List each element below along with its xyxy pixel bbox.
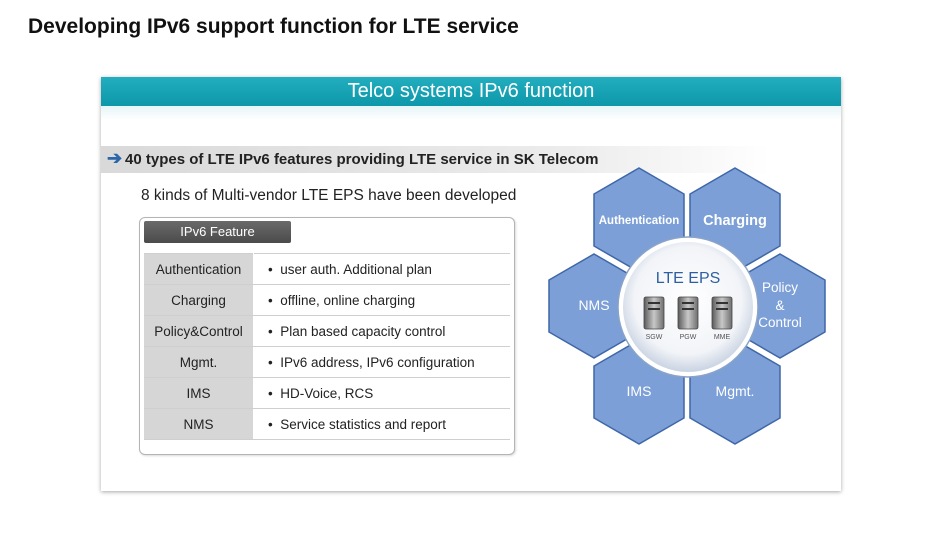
lte-eps-center: LTE EPS SGW PGW MME xyxy=(617,236,759,378)
hex-label-charging: Charging xyxy=(703,213,767,229)
headline-text: 40 types of LTE IPv6 features providing … xyxy=(125,151,599,168)
hex-label-policy: Policy xyxy=(762,280,798,295)
table-row: Policy&Control • Plan based capacity con… xyxy=(144,315,510,347)
table-row: Charging • offline, online charging xyxy=(144,284,510,316)
feature-name: Mgmt. xyxy=(144,346,254,378)
hex-label-mgmt: Mgmt. xyxy=(716,383,755,399)
feature-desc: • IPv6 address, IPv6 configuration xyxy=(253,346,510,378)
hex-label-ampersand: & xyxy=(775,298,784,313)
arrow-right-icon: ➔ xyxy=(107,148,123,168)
feature-desc: • Plan based capacity control xyxy=(253,315,510,347)
feature-desc: • Service statistics and report xyxy=(253,408,510,440)
feature-name: Policy&Control xyxy=(144,315,254,347)
hex-label-ims: IMS xyxy=(627,383,652,399)
hex-label-nms: NMS xyxy=(578,297,609,313)
headline-bar: ➔ 40 types of LTE IPv6 features providin… xyxy=(101,146,771,173)
feature-name: IMS xyxy=(144,377,254,409)
feature-label: IPv6 Feature xyxy=(144,221,291,243)
banner-fade xyxy=(101,106,841,120)
server-icon xyxy=(711,296,733,330)
server-label-mme: MME xyxy=(714,334,731,341)
server-icon xyxy=(643,296,665,330)
feature-desc-text: user auth. Additional plan xyxy=(280,261,432,277)
hex-label-control: Control xyxy=(758,315,802,330)
feature-desc-text: offline, online charging xyxy=(280,292,416,308)
feature-table: Authentication • user auth. Additional p… xyxy=(144,253,510,440)
page-title: Developing IPv6 support function for LTE… xyxy=(28,15,519,38)
hexagon-policy: Policy & Control xyxy=(734,253,826,359)
eps-subtitle: 8 kinds of Multi-vendor LTE EPS have bee… xyxy=(141,187,517,204)
table-row: NMS • Service statistics and report xyxy=(144,408,510,440)
feature-desc-text: IPv6 address, IPv6 configuration xyxy=(280,354,475,370)
feature-desc-text: Plan based capacity control xyxy=(280,323,446,339)
hex-label-authentication: Authentication xyxy=(599,215,680,227)
feature-desc-text: HD-Voice, RCS xyxy=(280,385,374,401)
table-row: Mgmt. • IPv6 address, IPv6 configuration xyxy=(144,346,510,378)
panel-banner: Telco systems IPv6 function xyxy=(101,77,841,106)
feature-name: Authentication xyxy=(144,253,254,285)
feature-name: Charging xyxy=(144,284,254,316)
table-row: IMS • HD-Voice, RCS xyxy=(144,377,510,409)
feature-desc: • offline, online charging xyxy=(253,284,510,316)
table-row: Authentication • user auth. Additional p… xyxy=(144,253,510,285)
server-icon xyxy=(677,296,699,330)
feature-desc-text: Service statistics and report xyxy=(280,416,447,432)
server-label-pgw: PGW xyxy=(680,334,697,341)
hexagon-nms: NMS xyxy=(548,253,640,359)
lte-eps-title: LTE EPS xyxy=(656,270,721,287)
feature-box: IPv6 Feature Authentication • user auth.… xyxy=(139,217,515,455)
server-label-sgw: SGW xyxy=(646,334,663,341)
feature-desc: • user auth. Additional plan xyxy=(253,253,510,285)
feature-name: NMS xyxy=(144,408,254,440)
feature-desc: • HD-Voice, RCS xyxy=(253,377,510,409)
